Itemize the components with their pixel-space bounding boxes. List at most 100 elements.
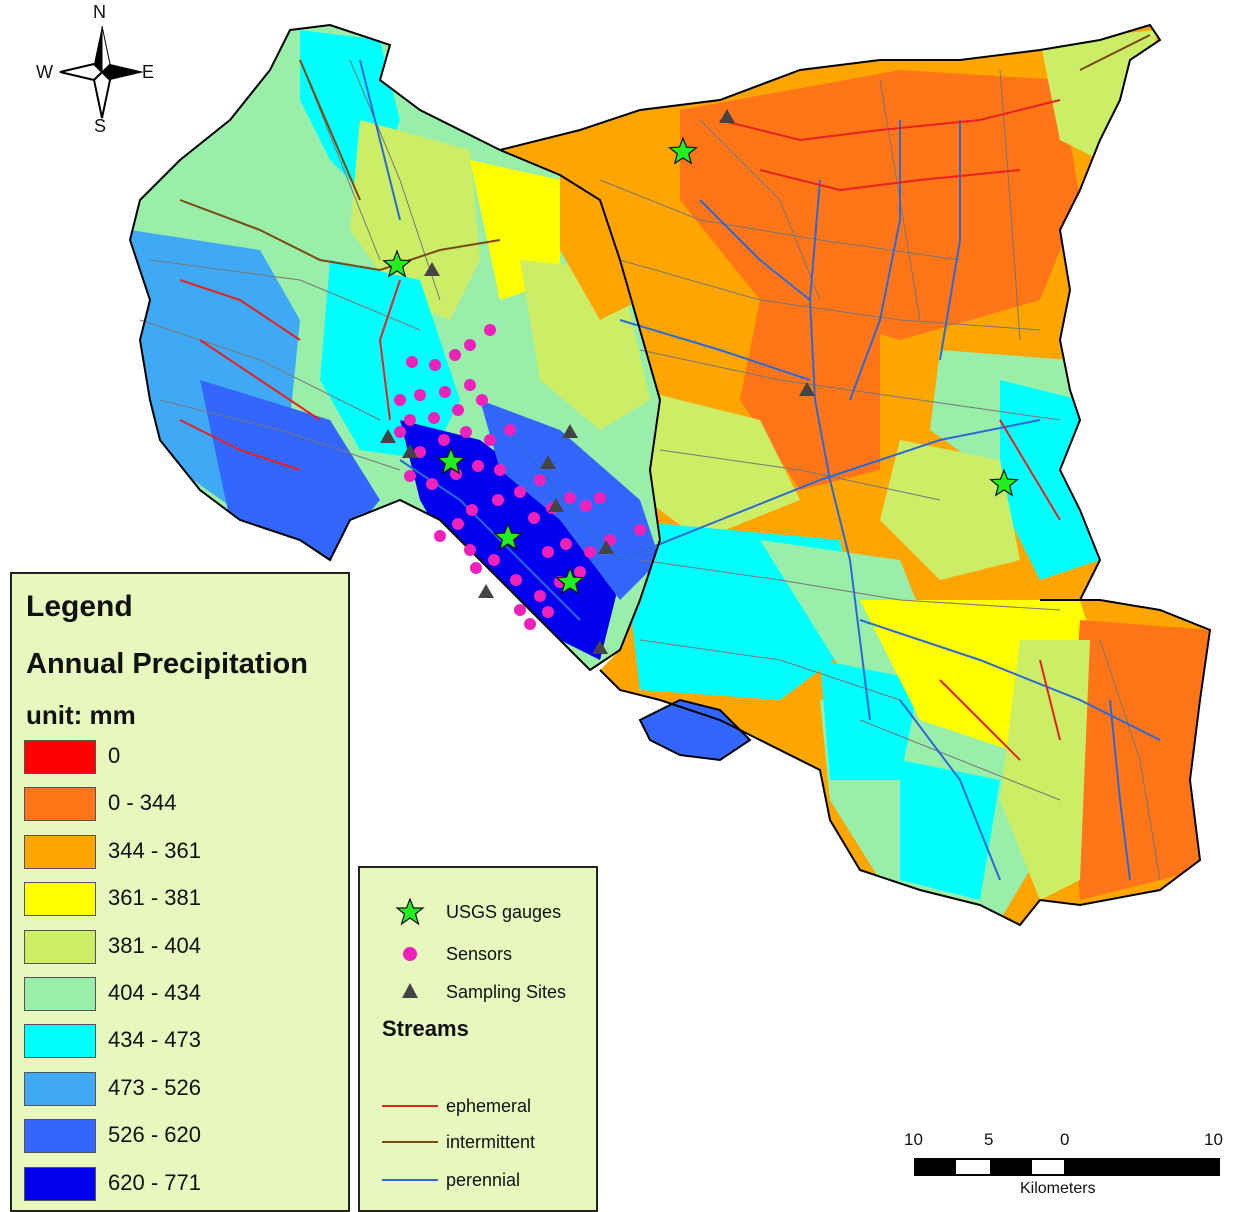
sensor-marker xyxy=(472,460,484,472)
scale-segment xyxy=(1066,1158,1220,1176)
scale-tick-label: 0 xyxy=(1060,1130,1070,1149)
sensor-marker xyxy=(574,566,586,578)
sensor-marker xyxy=(510,574,522,586)
sampling-site-marker xyxy=(562,424,578,438)
sensor-marker xyxy=(414,389,426,401)
sensor-marker xyxy=(484,324,496,336)
legend-subtitle: Annual Precipitation xyxy=(26,648,308,680)
sensor-layer xyxy=(394,324,646,630)
sensor-marker xyxy=(434,530,446,542)
sensor-marker xyxy=(470,562,482,574)
sensors-label: Sensors xyxy=(446,944,513,964)
sensor-marker xyxy=(584,546,596,558)
scale-segment xyxy=(954,1158,992,1176)
legend-row-sampling-sites: Sampling Sites xyxy=(360,978,596,1006)
sensor-marker xyxy=(404,414,416,426)
legend-color-swatch xyxy=(24,1024,96,1059)
sensor-marker xyxy=(634,524,646,536)
sampling-site-marker xyxy=(719,109,735,123)
legend-stream-row: intermittent xyxy=(360,1128,596,1156)
legend-color-swatch xyxy=(24,977,96,1011)
sensor-marker xyxy=(494,464,506,476)
island-basin xyxy=(638,698,752,762)
sensor-marker xyxy=(404,470,416,482)
legend-stream-row: ephemeral xyxy=(360,1092,596,1120)
legend-color-swatch xyxy=(24,1071,96,1106)
sensor-marker xyxy=(428,412,440,424)
legend-row-usgs-gauges: USGS gauges xyxy=(360,898,596,926)
scale-tick-label: 5 xyxy=(984,1130,994,1149)
scale-tick-label: 10 xyxy=(904,1130,923,1149)
star-icon xyxy=(395,898,425,926)
legend-color-swatch xyxy=(24,1166,96,1201)
sensor-marker xyxy=(560,538,572,550)
legend-title: Legend xyxy=(26,590,133,623)
sensor-marker xyxy=(542,546,554,558)
legend-color-swatch xyxy=(24,882,96,917)
legend-class-label: 381 - 404 xyxy=(108,932,201,958)
sensor-marker xyxy=(488,554,500,566)
usgs-gauge-marker xyxy=(382,249,412,278)
stream-type-label: perennial xyxy=(446,1170,521,1190)
west-basin-outline xyxy=(128,23,662,672)
scale-segment xyxy=(1030,1158,1066,1176)
compass-west-label: W xyxy=(36,62,53,82)
sensor-marker xyxy=(438,434,450,446)
sampling-site-marker xyxy=(424,262,440,276)
sensor-marker xyxy=(439,386,451,398)
usgs-gauge-marker xyxy=(493,522,523,551)
stream-network xyxy=(179,34,1161,881)
sensor-marker xyxy=(594,492,606,504)
sensor-marker xyxy=(514,486,526,498)
sensor-marker xyxy=(464,544,476,556)
sensor-marker xyxy=(452,404,464,416)
legend-color-swatch xyxy=(24,929,96,964)
east-basin-outline xyxy=(499,23,1212,927)
sensor-marker xyxy=(460,426,472,438)
circle-icon xyxy=(403,947,417,961)
sensor-marker xyxy=(414,446,426,458)
sampling-site-marker xyxy=(478,584,494,598)
scale-segment xyxy=(914,1158,954,1176)
compass-rose-icon xyxy=(59,25,144,119)
legend-stream-row: perennial xyxy=(360,1166,596,1194)
sensor-marker xyxy=(564,492,576,504)
sensor-marker xyxy=(466,504,478,516)
legend-class-label: 344 - 361 xyxy=(108,837,201,863)
sampling-site-layer xyxy=(380,109,815,654)
line-icon xyxy=(382,1141,438,1143)
usgs-gauge-marker xyxy=(555,566,585,595)
sensor-marker xyxy=(426,478,438,490)
legend-class-label: 526 - 620 xyxy=(108,1122,201,1148)
usgs-gauge-marker xyxy=(989,468,1019,497)
compass-east-label: E xyxy=(142,62,155,82)
legend-row-sensors: Sensors xyxy=(360,940,596,968)
sensor-marker xyxy=(476,394,488,406)
sensor-marker xyxy=(534,474,546,486)
scale-units-label: Kilometers xyxy=(1020,1180,1096,1197)
sensor-marker xyxy=(394,426,406,438)
scale-tick-label: 10 xyxy=(1204,1130,1223,1149)
sensor-marker xyxy=(542,606,554,618)
line-icon xyxy=(382,1179,438,1181)
sampling-site-marker xyxy=(799,382,815,396)
legend-class-label: 473 - 526 xyxy=(108,1074,201,1100)
legend-color-swatch xyxy=(24,834,96,869)
sensor-marker xyxy=(528,512,540,524)
sensor-marker xyxy=(492,494,504,506)
sensor-marker xyxy=(449,349,461,361)
usgs-gauge-marker xyxy=(668,136,698,165)
sensor-marker xyxy=(464,339,476,351)
stream-type-label: intermittent xyxy=(446,1132,536,1152)
legend-class-label: 434 - 473 xyxy=(108,1027,201,1053)
sensor-marker xyxy=(484,434,496,446)
legend-class-label: 620 - 771 xyxy=(108,1169,201,1195)
sensor-marker xyxy=(514,604,526,616)
streams-heading: Streams xyxy=(382,1016,469,1041)
sampling-sites-label: Sampling Sites xyxy=(446,982,567,1002)
compass-south-label: S xyxy=(94,116,107,136)
sampling-site-marker xyxy=(380,429,396,443)
usgs-gauge-marker xyxy=(436,446,466,475)
sampling-site-marker xyxy=(402,444,418,458)
